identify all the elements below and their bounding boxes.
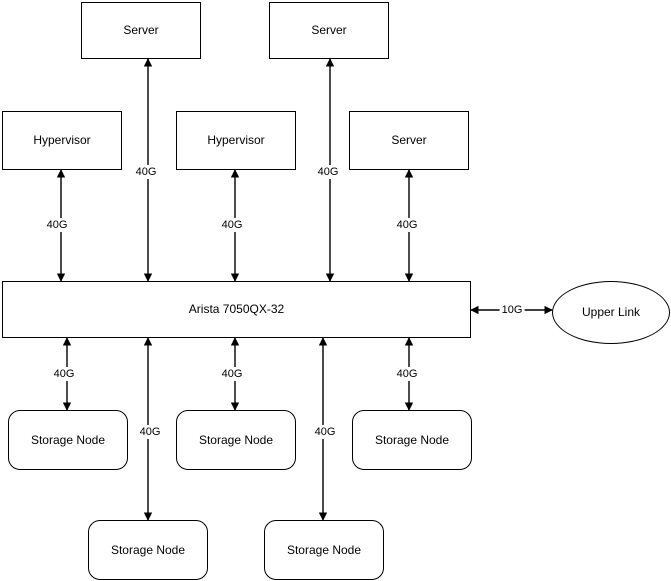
edge-upper-link-label: 10G bbox=[499, 303, 525, 317]
node-label: Upper Link bbox=[581, 305, 641, 320]
node-hypervisor-1[interactable]: Hypervisor bbox=[2, 111, 122, 170]
node-label: Storage Node bbox=[198, 432, 274, 447]
node-label: Storage Node bbox=[374, 432, 450, 447]
node-storage-node-1[interactable]: Storage Node bbox=[8, 410, 128, 470]
node-label: Storage Node bbox=[110, 542, 186, 557]
edge-storage-node-3-label: 40G bbox=[394, 367, 420, 381]
node-server-mid-3[interactable]: Server bbox=[349, 111, 469, 170]
node-label: Storage Node bbox=[30, 432, 106, 447]
edge-storage-node-2-label: 40G bbox=[219, 367, 245, 381]
node-switch[interactable]: Arista 7050QX-32 bbox=[2, 281, 471, 338]
node-label: Storage Node bbox=[286, 542, 362, 557]
node-storage-node-5[interactable]: Storage Node bbox=[264, 520, 384, 580]
node-label: Arista 7050QX-32 bbox=[188, 302, 285, 317]
node-upper-link[interactable]: Upper Link bbox=[552, 281, 670, 344]
node-storage-node-4[interactable]: Storage Node bbox=[88, 520, 208, 580]
edge-storage-node-4-label: 40G bbox=[137, 425, 163, 439]
edge-server-top-1-label: 40G bbox=[133, 165, 159, 179]
edge-storage-node-5-label: 40G bbox=[312, 425, 338, 439]
node-hypervisor-2[interactable]: Hypervisor bbox=[176, 111, 296, 170]
node-label: Hypervisor bbox=[33, 133, 91, 148]
edge-storage-node-1-label: 40G bbox=[51, 367, 77, 381]
node-label: Server bbox=[311, 23, 347, 38]
edge-hypervisor-2-label: 40G bbox=[219, 218, 245, 232]
edge-server-top-2-label: 40G bbox=[315, 165, 341, 179]
node-storage-node-2[interactable]: Storage Node bbox=[176, 410, 296, 470]
node-label: Hypervisor bbox=[207, 133, 265, 148]
edge-hypervisor-1-label: 40G bbox=[44, 218, 70, 232]
node-label: Server bbox=[123, 23, 159, 38]
edge-server-mid-3-label: 40G bbox=[394, 218, 420, 232]
node-storage-node-3[interactable]: Storage Node bbox=[352, 410, 472, 470]
node-server-top-2[interactable]: Server bbox=[269, 2, 389, 59]
node-label: Server bbox=[391, 133, 427, 148]
node-server-top-1[interactable]: Server bbox=[81, 2, 201, 59]
